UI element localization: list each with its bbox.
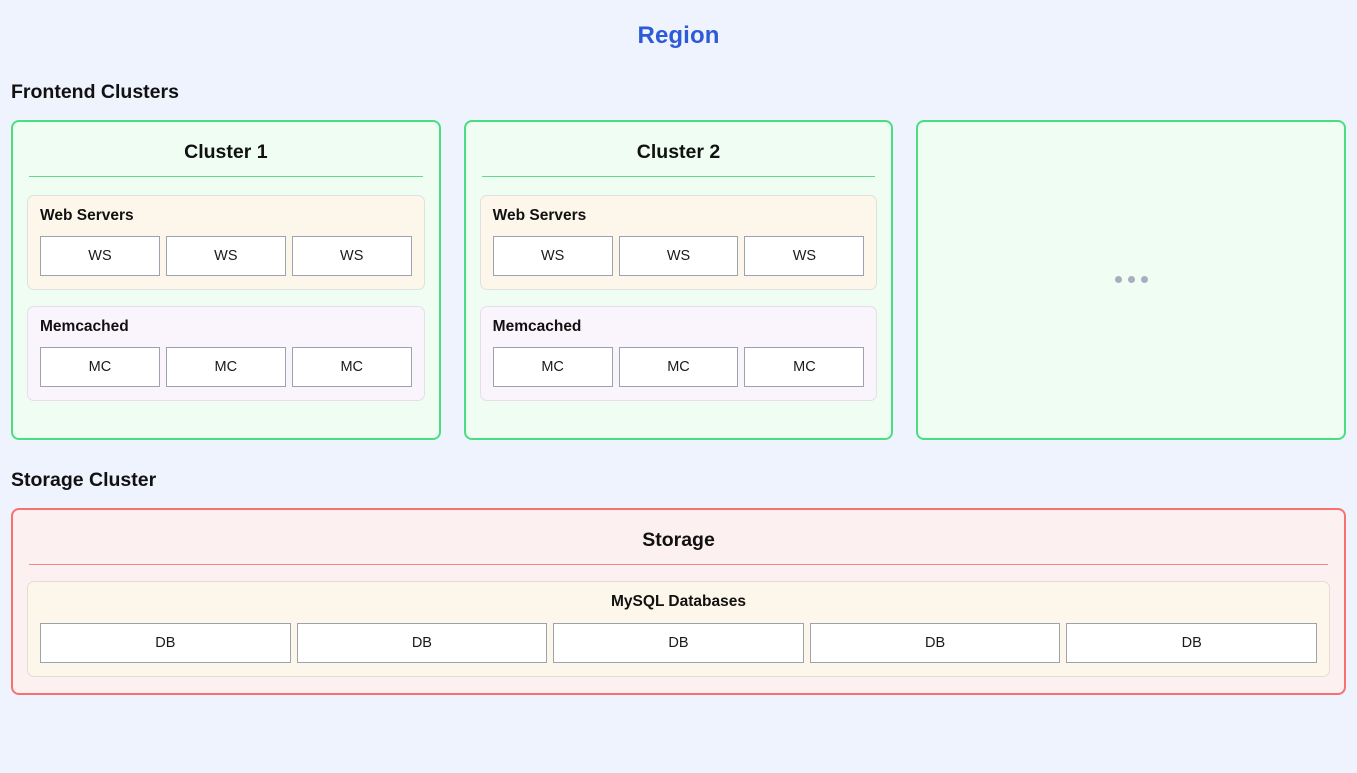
node-ws[interactable]: WS — [618, 236, 739, 276]
cluster-divider-2 — [481, 176, 876, 177]
node-mc[interactable]: MC — [618, 347, 739, 387]
panel-label-memcached-1: Memcached — [40, 318, 129, 335]
panel-label-memcached-2: Memcached — [492, 318, 582, 335]
node-row-web-servers-1: WS WS WS — [40, 236, 412, 276]
cluster-title-1: Cluster 1 — [184, 141, 268, 163]
panel-memcached-1: Memcached MC MC MC — [27, 306, 425, 401]
ellipsis-dot — [1114, 275, 1122, 283]
ellipsis-dot — [1140, 275, 1148, 283]
node-mc[interactable]: MC — [291, 347, 412, 387]
cluster-card-more[interactable] — [916, 120, 1347, 440]
node-ws[interactable]: WS — [492, 236, 613, 276]
node-ws[interactable]: WS — [291, 236, 412, 276]
section-heading-storage: Storage Cluster — [11, 469, 157, 491]
node-ws[interactable]: WS — [40, 236, 160, 276]
cluster-divider-1 — [29, 176, 423, 177]
node-db[interactable]: DB — [296, 623, 548, 663]
cluster-card-1[interactable]: Cluster 1 Web Servers WS WS WS Memcached… — [11, 120, 441, 440]
node-mc[interactable]: MC — [744, 347, 865, 387]
ellipsis-icon — [1114, 275, 1148, 283]
frontend-clusters-row: Cluster 1 Web Servers WS WS WS Memcached… — [11, 120, 1347, 440]
panel-label-web-servers-2: Web Servers — [492, 207, 587, 224]
panel-web-servers-2: Web Servers WS WS WS — [479, 195, 878, 290]
node-db[interactable]: DB — [40, 623, 291, 663]
node-mc[interactable]: MC — [165, 347, 286, 387]
section-heading-frontend: Frontend Clusters — [11, 81, 179, 103]
page-title: Region — [637, 22, 720, 49]
panel-label-web-servers-1: Web Servers — [40, 207, 134, 224]
node-mc[interactable]: MC — [492, 347, 613, 387]
cluster-title-2: Cluster 2 — [636, 141, 721, 163]
node-row-databases: DB DB DB DB DB — [40, 623, 1317, 663]
storage-divider — [29, 564, 1328, 565]
node-db[interactable]: DB — [553, 623, 804, 663]
panel-mysql-databases: MySQL Databases DB DB DB DB DB — [27, 581, 1330, 677]
node-mc[interactable]: MC — [40, 347, 160, 387]
node-row-memcached-2: MC MC MC — [492, 347, 865, 387]
node-ws[interactable]: WS — [744, 236, 865, 276]
cluster-card-2[interactable]: Cluster 2 Web Servers WS WS WS Memcached… — [463, 120, 894, 440]
panel-label-mysql-databases: MySQL Databases — [611, 593, 746, 610]
node-ws[interactable]: WS — [165, 236, 286, 276]
panel-memcached-2: Memcached MC MC MC — [479, 306, 878, 401]
node-db[interactable]: DB — [1066, 623, 1317, 663]
node-row-web-servers-2: WS WS WS — [492, 236, 865, 276]
storage-title: Storage — [642, 529, 715, 551]
storage-cluster-card[interactable]: Storage MySQL Databases DB DB DB DB DB — [11, 508, 1346, 695]
panel-web-servers-1: Web Servers WS WS WS — [27, 195, 425, 290]
ellipsis-dot — [1127, 275, 1135, 283]
node-db[interactable]: DB — [809, 623, 1061, 663]
node-row-memcached-1: MC MC MC — [40, 347, 412, 387]
